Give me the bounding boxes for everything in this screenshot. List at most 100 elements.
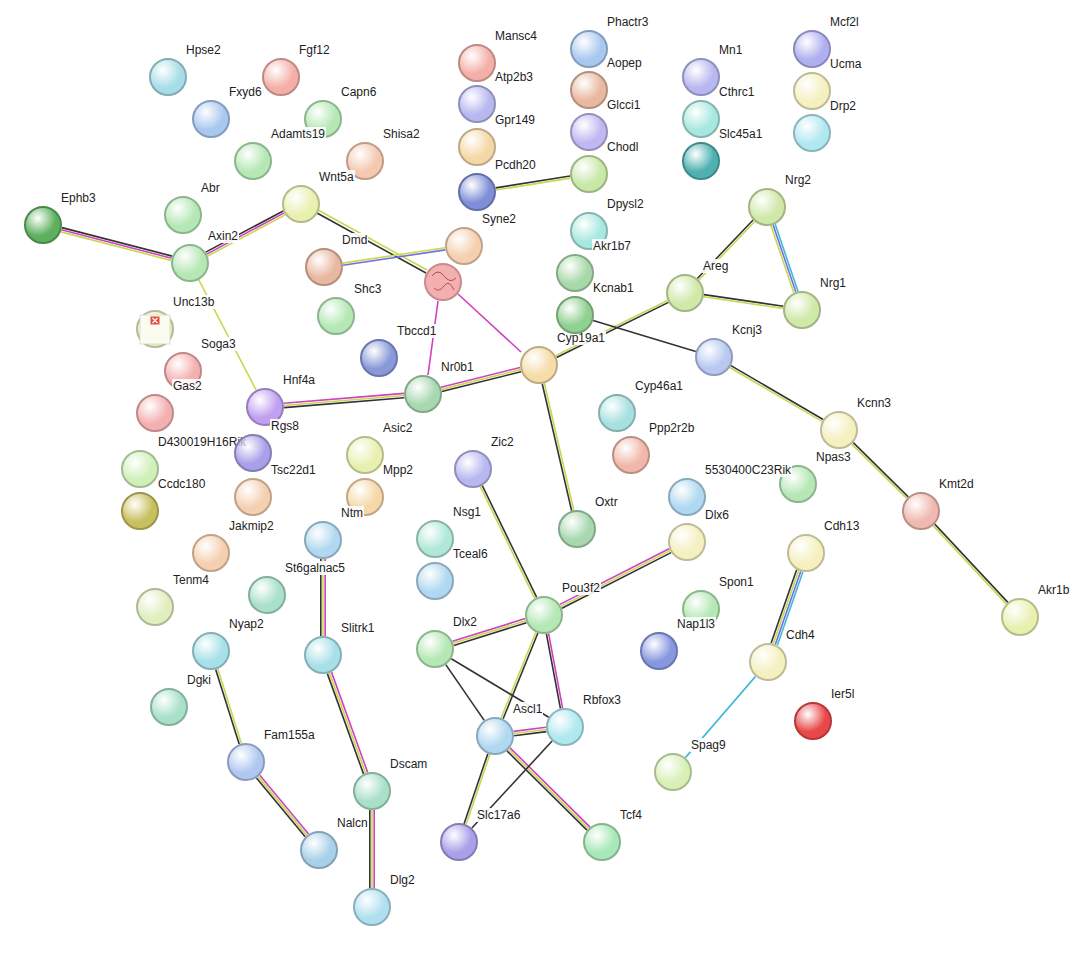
evidence-line (775, 224, 798, 291)
evidence-line (704, 297, 783, 309)
protein-label: Ppp2r2b (648, 421, 695, 435)
interaction-edge (446, 665, 484, 721)
protein-node: Cdh13 (787, 519, 863, 572)
protein-label: Atp2b3 (494, 70, 534, 84)
protein-node: Ephb3 (24, 191, 99, 244)
protein-circle (300, 831, 338, 869)
link-line (428, 301, 438, 375)
protein-circle (171, 244, 209, 282)
evidence-line (685, 676, 755, 757)
evidence-line (549, 633, 563, 708)
protein-circle (570, 30, 608, 68)
protein-label: Dscam (389, 757, 428, 771)
evidence-line (593, 320, 696, 351)
evidence-line (771, 226, 794, 293)
protein-circle (360, 339, 398, 377)
protein-label: Ntm (340, 506, 364, 520)
protein-circle (558, 510, 596, 548)
structure-sketch (432, 272, 456, 290)
protein-label: Akr1b7 (592, 239, 632, 253)
protein-node: Gas2 (136, 379, 205, 432)
evidence-line (731, 366, 823, 420)
protein-circle (192, 100, 230, 138)
protein-label: Unc13b (172, 295, 215, 309)
protein-label: Nyap2 (228, 617, 265, 631)
evidence-line (472, 741, 552, 828)
evidence-line (343, 248, 445, 263)
protein-circle (682, 142, 720, 180)
evidence-line (369, 810, 371, 888)
protein-node: St6galnac5 (248, 561, 349, 614)
evidence-line (697, 220, 753, 278)
protein-node: Pou3f2 (525, 581, 604, 634)
protein-node: Slc17a6 (440, 808, 524, 861)
protein-circle (248, 576, 286, 614)
protein-label: Mansc4 (494, 29, 538, 43)
protein-circle (820, 411, 858, 449)
evidence-line (704, 295, 783, 307)
protein-circle (234, 478, 272, 516)
protein-circle (136, 588, 174, 626)
protein-label: Dlx6 (704, 508, 730, 522)
protein-circle (262, 58, 300, 96)
evidence-line (730, 368, 822, 422)
protein-label: Nrg2 (784, 173, 812, 187)
protein-circle (570, 155, 608, 193)
protein-circle (192, 632, 230, 670)
protein-circle (454, 450, 492, 488)
protein-label: Slc45a1 (718, 127, 763, 141)
protein-label: Dmd (341, 233, 368, 247)
protein-node: Fam155a (227, 728, 318, 781)
protein-label: Nap1l3 (676, 617, 716, 631)
evidence-line (284, 398, 404, 408)
protein-circle (346, 436, 384, 474)
protein-circle (234, 434, 272, 472)
protein-label: Nrg1 (819, 276, 847, 290)
protein-node: Oxtr (558, 495, 621, 548)
protein-label: Tsc22d1 (270, 463, 317, 477)
protein-label: Ucma (829, 57, 862, 71)
protein-node: Dgki (150, 673, 215, 726)
evidence-line (514, 732, 546, 736)
protein-node: Shisa2 (346, 127, 423, 180)
interaction-edge (327, 672, 367, 774)
protein-node: Tceal6 (416, 547, 491, 600)
protein-label: Cdh13 (823, 519, 860, 533)
protein-node: Abr (164, 181, 223, 234)
protein-label: Soga3 (200, 337, 237, 351)
protein-label: Nsg1 (452, 505, 482, 519)
interaction-edge (542, 383, 574, 510)
interaction-edge (685, 676, 755, 757)
interaction-edge (256, 775, 308, 837)
protein-label: Ephb3 (60, 191, 97, 205)
protein-label: Abr (200, 181, 221, 195)
interaction-edge (451, 659, 548, 717)
evidence-line (258, 777, 307, 836)
protein-circle (570, 71, 608, 109)
evidence-line (560, 549, 669, 605)
evidence-line (496, 178, 570, 190)
evidence-line (699, 222, 755, 280)
protein-label: Dpysl2 (606, 197, 645, 211)
interaction-edge (370, 810, 374, 888)
protein-label: Cthrc1 (718, 85, 755, 99)
evidence-line (260, 775, 309, 834)
protein-node: Nrg2 (748, 173, 815, 226)
protein-circle (668, 523, 706, 561)
evidence-line (206, 211, 283, 252)
protein-label: Kcnn3 (856, 396, 892, 410)
protein-label: Kmt2d (938, 477, 975, 491)
interaction-edge (496, 176, 571, 190)
protein-circle (404, 375, 442, 413)
protein-node: 5530400C23Rik (668, 463, 795, 516)
evidence-line (327, 674, 363, 774)
protein-circle (570, 113, 608, 151)
protein-node: Dscam (353, 757, 431, 810)
interaction-edge (697, 220, 754, 280)
protein-label: Mpp2 (382, 463, 414, 477)
evidence-line (218, 669, 242, 744)
protein-circle (749, 643, 787, 681)
evidence-line (935, 524, 1008, 602)
protein-node: Kcnj3 (695, 323, 766, 376)
interaction-edge (560, 549, 671, 609)
